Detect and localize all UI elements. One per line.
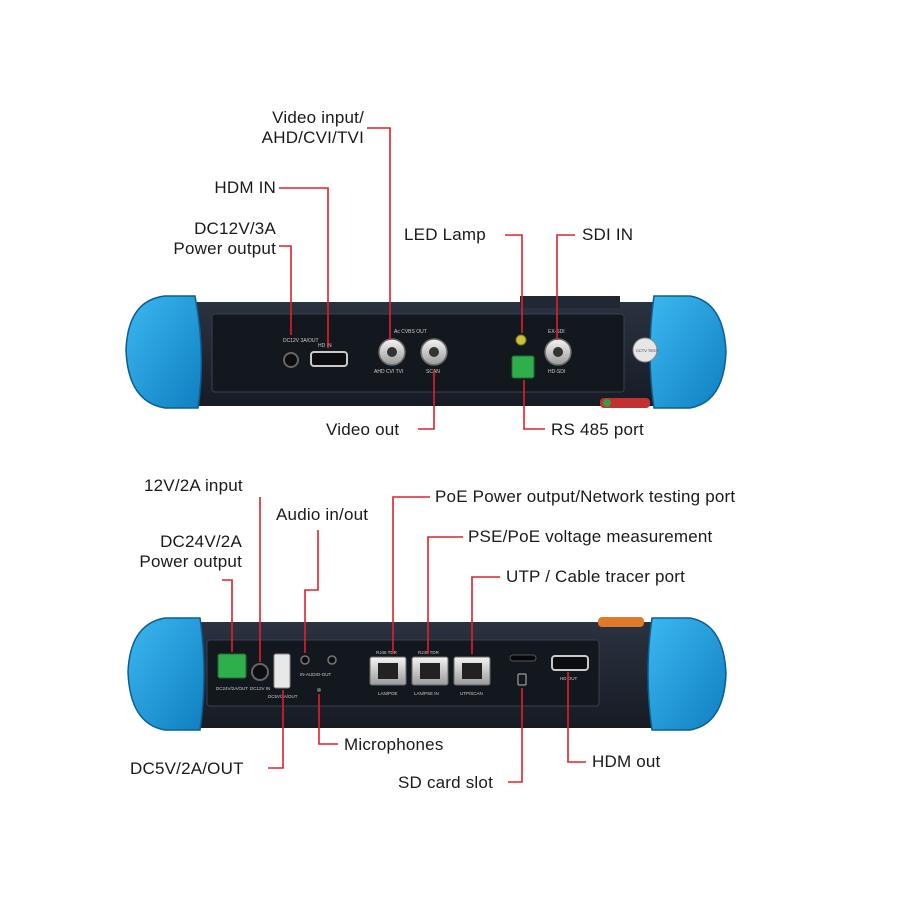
port-text-dc-in: DC12V IN [250,686,270,691]
bottom-left-bumper [127,617,205,731]
port-text-utp: UTP/SCAN [460,691,483,696]
leader-poe-output [392,496,430,654]
port-text-ahd: AHD CVI TVI [374,369,403,375]
rj45-lan-poe-inner [378,663,398,679]
top-left-bumper [125,295,203,409]
callout-poe-output: PoE Power output/Network testing port [435,487,736,506]
callout-12v-input: 12V/2A input [144,476,243,495]
port-text-cvbs: Ac CVBS OUT [394,329,427,335]
callout-utp: UTP / Cable tracer port [506,567,686,586]
microphone-hole [317,688,321,692]
usb-port [273,653,291,689]
callout-video-input: Video input/ AHD/CVI/TVI [261,108,364,147]
callout-led-lamp: LED Lamp [404,225,486,244]
leader-video-input [367,127,391,340]
port-text-dc24v: DC24V/2A/OUT [216,686,248,691]
bnc-sdi-port-core [553,347,563,357]
port-text-scan: SCAN [426,369,440,375]
hdmi-in-port [310,351,348,367]
callout-hdmi-out: HDM out [592,752,661,771]
callout-dc24v: DC24V/2A Power output [139,532,242,571]
port-text-audio: IN-AUDIO-OUT [300,672,331,677]
leader-dc24v [222,579,233,652]
dc24v-terminal [217,653,247,679]
leader-sd-card [508,688,523,783]
port-text-badge: CCTV TEST [636,348,659,353]
dc12v-jack [283,352,299,368]
top-right-bumper [649,295,727,409]
callout-video-out: Video out [326,420,400,439]
audio-out-jack [327,655,337,665]
top-device [125,295,727,409]
led-lamp [515,334,527,346]
callout-rs485: RS 485 port [551,420,644,439]
callout-hdmi-in: HDM IN [214,178,276,197]
port-text-hd-in: HD IN [318,343,332,349]
leader-utp [471,576,500,654]
audio-in-jack [300,655,310,665]
rj45-lan-pse-inner [420,663,440,679]
port-text-dc12v: DC12V 3A/OUT [283,338,319,344]
leader-lines [222,127,586,783]
top-green-button [603,399,611,407]
hdmi-out-port [551,655,589,671]
leader-video-out [418,370,435,430]
bottom-device [127,617,727,731]
port-text-hd-sdi: HD-SDI [548,369,565,375]
port-text-rj45-tdr-1: RJ45 TDR [376,650,398,655]
callout-audio: Audio in/out [276,505,369,524]
callout-microphones: Microphones [344,735,444,754]
bottom-orange-buttons [598,617,644,627]
port-text-lan-poe: LAN/POE [378,691,398,696]
leader-rs485 [523,380,545,430]
leader-sdi-in [556,234,575,340]
callout-dc12v: DC12V/3A Power output [173,219,276,258]
sd-card-icon [517,673,527,686]
sd-card-slot [509,654,537,662]
callout-sd-card: SD card slot [398,773,493,792]
callout-sdi-in: SDI IN [582,225,634,244]
leader-pse-poe [427,536,463,654]
leader-dc5v [268,690,284,769]
bottom-right-bumper [647,617,727,731]
rs485-terminal [511,355,535,379]
callout-dc5v: DC5V/2A/OUT [130,759,244,778]
top-buttons-strip [600,398,650,408]
bnc-scan-port-core [429,347,439,357]
port-text-rj45-tdr-2: RJ45 TDR [418,650,440,655]
leader-microphones [318,694,338,745]
cctv-badge [632,337,658,363]
dc12v-in-jack [251,663,269,681]
port-text-lan-pse: LAN/PSE IN [414,691,439,696]
leader-hdmi-in [279,187,329,348]
leader-hdmi-out [567,672,586,763]
top-device-rear-step [520,296,620,308]
bnc-ahd-port-core [387,347,397,357]
callout-pse-poe: PSE/PoE voltage measurement [468,527,713,546]
rj45-utp-inner [462,663,482,679]
leader-audio [304,530,319,653]
leader-dc12v [279,245,292,335]
leader-led-lamp [505,234,523,333]
